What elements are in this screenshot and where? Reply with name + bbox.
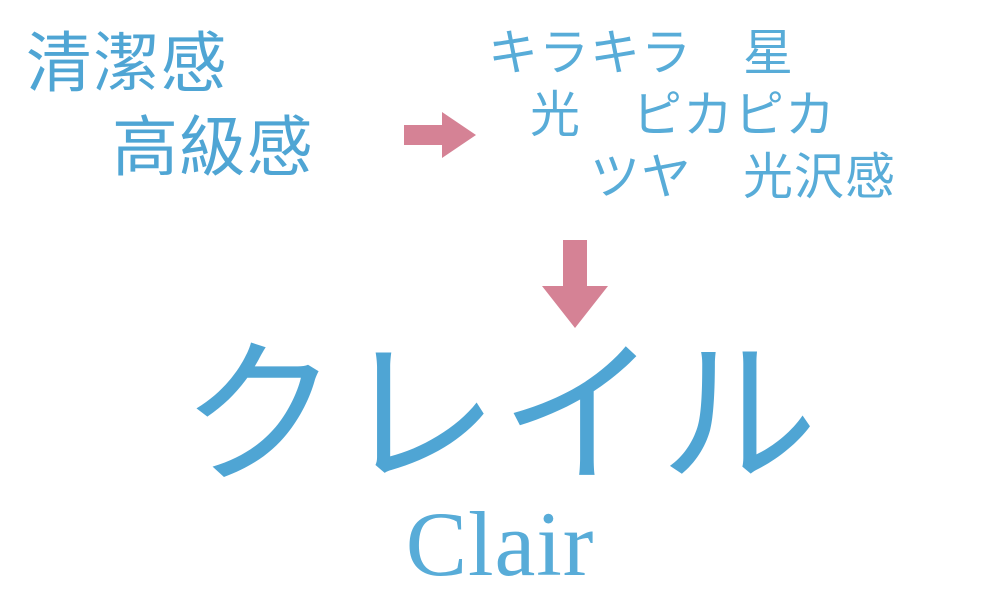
derived-keywords-group: キラキラ 星 光 ピカピカ ツヤ 光沢感	[470, 22, 990, 208]
source-keyword-line-2: 高級感	[112, 109, 314, 186]
brand-name-block: クレイル Clair	[0, 330, 1000, 592]
source-keyword-line-1: 清潔感	[26, 25, 228, 102]
source-keywords-group: 清潔感 高級感	[26, 22, 406, 190]
brand-name-latin: Clair	[405, 493, 595, 595]
derived-keyword-line-2: 光 ピカピカ	[530, 86, 836, 144]
derived-keyword-line-3: ツヤ 光沢感	[590, 148, 896, 206]
brand-name-japanese: クレイル	[180, 324, 820, 508]
arrow-down-icon	[542, 240, 608, 328]
arrow-right-icon	[404, 108, 476, 162]
derived-keyword-line-1: キラキラ 星	[488, 24, 794, 82]
